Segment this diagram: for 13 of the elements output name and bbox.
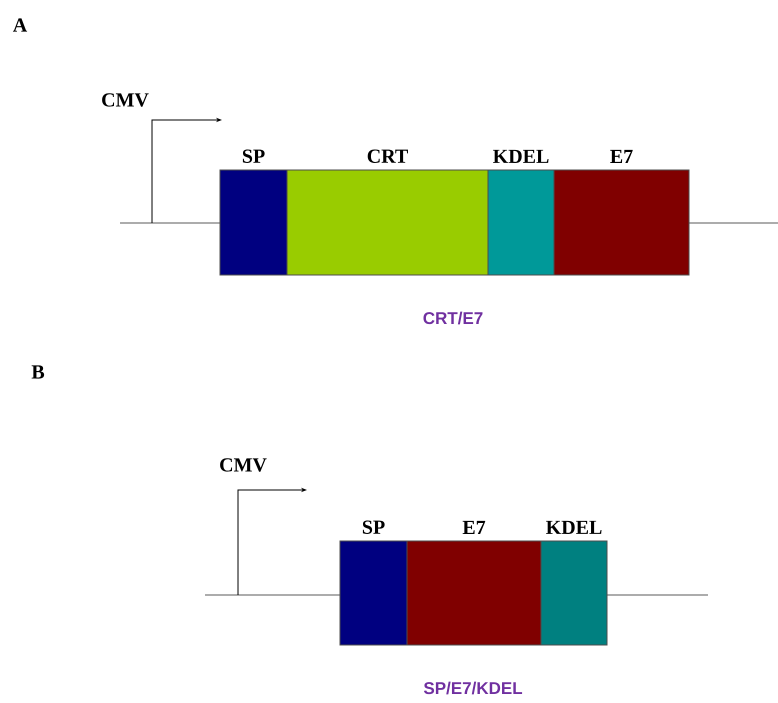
construct-name: CRT/E7: [423, 312, 482, 324]
promoter-label: CMV: [102, 93, 149, 107]
segment-label: CRT: [368, 150, 408, 163]
segment-label: E7: [462, 520, 486, 534]
segment-label: KDEL: [493, 150, 548, 163]
panel-letter: B: [32, 365, 44, 379]
segment-label: KDEL: [546, 520, 602, 534]
panel-letter: A: [12, 18, 28, 32]
segment-label: SP: [242, 150, 265, 163]
segment-label: E7: [610, 150, 633, 163]
segment-label: SP: [362, 520, 385, 534]
promoter-label: CMV: [220, 458, 267, 472]
construct-name: SP/E7/KDEL: [424, 682, 522, 694]
